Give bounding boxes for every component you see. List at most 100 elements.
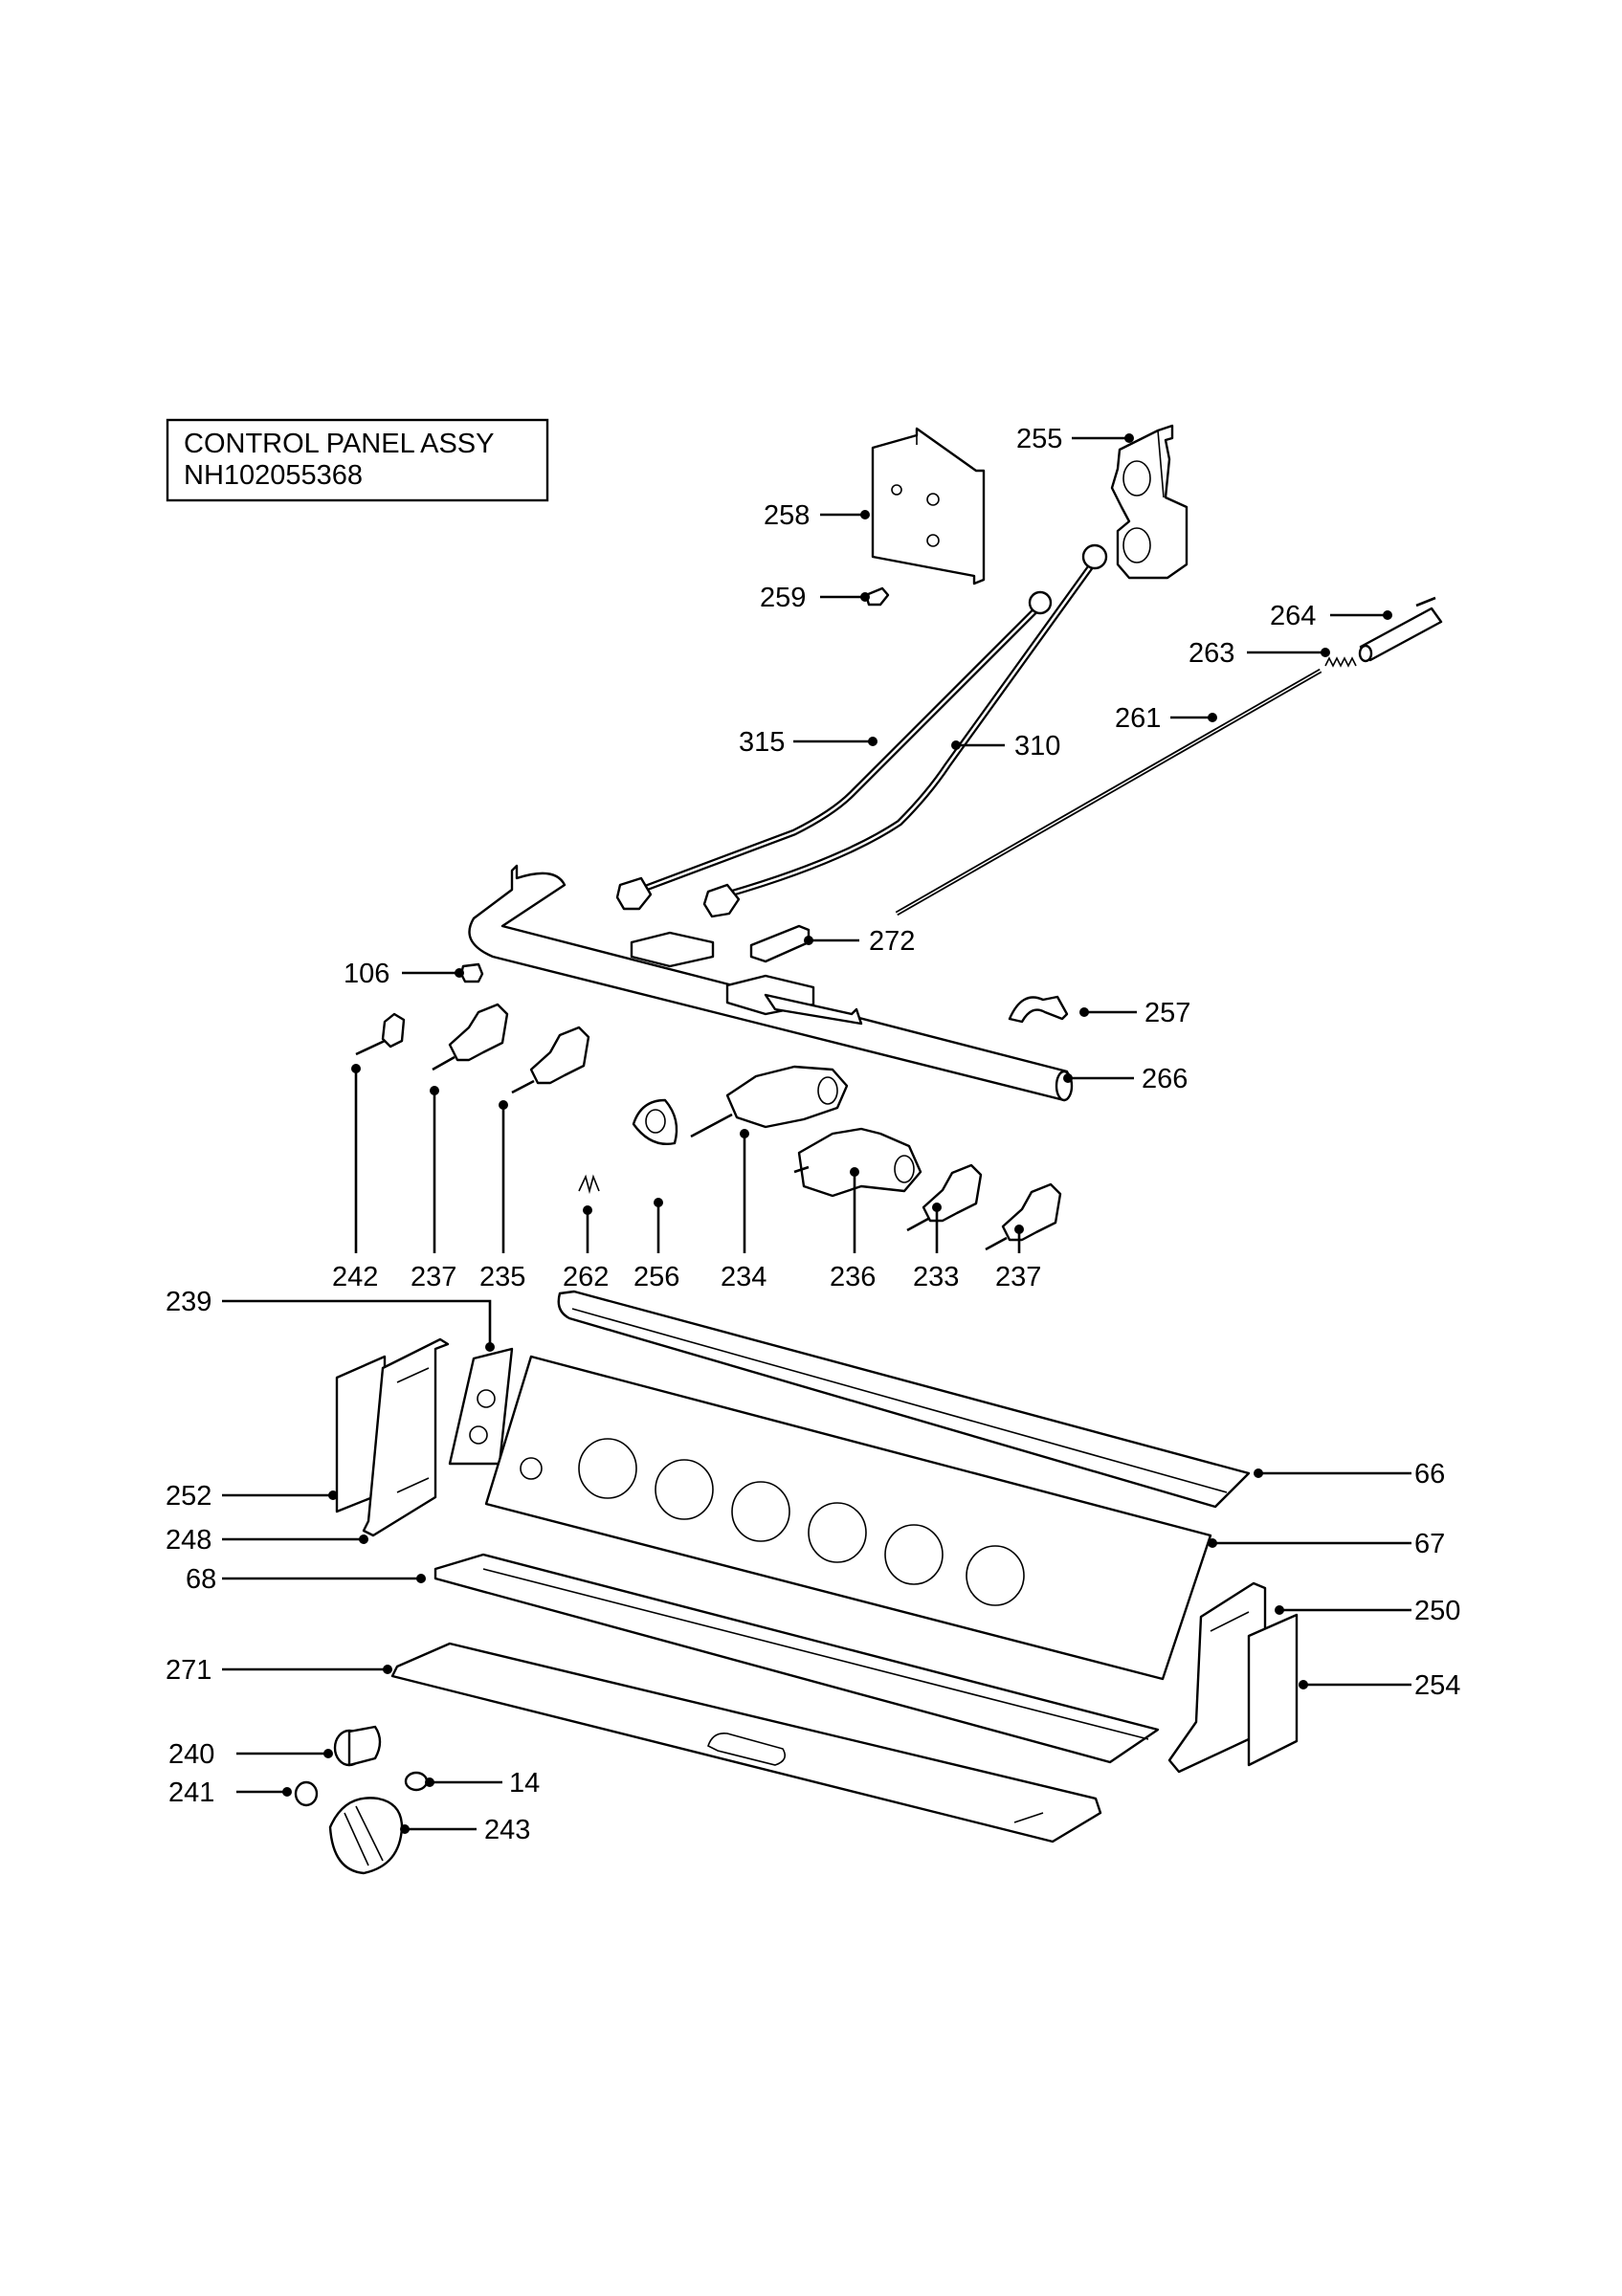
callout-261-label: 261 [1115, 703, 1161, 734]
callout-258-label: 258 [764, 500, 810, 531]
callout-240-label: 240 [168, 1739, 214, 1770]
callout-242: 242 [332, 1064, 378, 1292]
callout-263-label: 263 [1189, 638, 1234, 669]
callout-233: 233 [913, 1203, 959, 1292]
callout-315-label: 315 [739, 727, 785, 758]
part-263-spring [1324, 656, 1357, 668]
callout-250: 250 [1275, 1596, 1460, 1626]
part-14-insert [404, 1771, 429, 1792]
callout-257-label: 257 [1144, 998, 1190, 1028]
callout-239-label: 239 [166, 1287, 211, 1317]
callout-266-label: 266 [1142, 1064, 1188, 1094]
part-250-bracket [1167, 1581, 1267, 1774]
callout-255-label: 255 [1016, 424, 1062, 454]
title-line-2: NH102055368 [184, 460, 363, 491]
part-256-bezel [632, 1098, 678, 1145]
part-68-trim [433, 1553, 1160, 1764]
callout-237-left: 237 [411, 1086, 456, 1292]
callout-252: 252 [166, 1481, 338, 1512]
part-310-thermocouple [702, 543, 1108, 918]
part-255-housing [1110, 424, 1189, 580]
callout-254-label: 254 [1414, 1670, 1460, 1701]
callout-237-right: 237 [995, 1225, 1041, 1292]
part-272-clip [749, 924, 811, 963]
callout-264: 264 [1270, 601, 1392, 631]
part-257-clip [1008, 995, 1069, 1024]
parts-artwork [294, 424, 1443, 1875]
callout-14-label: 14 [509, 1768, 540, 1799]
callout-66: 66 [1254, 1459, 1445, 1490]
callout-243-label: 243 [484, 1815, 530, 1845]
callout-262-label: 262 [563, 1262, 609, 1292]
part-258-bracket [871, 427, 986, 585]
callout-237-right-label: 237 [995, 1262, 1041, 1292]
callout-106: 106 [344, 959, 464, 989]
callout-236-label: 236 [830, 1262, 876, 1292]
callout-271-label: 271 [166, 1655, 211, 1686]
callout-241: 241 [168, 1777, 292, 1808]
callout-236: 236 [830, 1167, 876, 1292]
callout-241-label: 241 [168, 1777, 214, 1808]
callout-67: 67 [1208, 1529, 1445, 1559]
callout-272-label: 272 [869, 926, 915, 957]
callout-264-label: 264 [1270, 601, 1316, 631]
part-240-spindle [333, 1725, 382, 1767]
callout-259: 259 [760, 583, 870, 613]
part-241-insert [294, 1780, 319, 1807]
title-box: CONTROL PANEL ASSY NH102055368 [166, 418, 549, 502]
callout-239: 239 [166, 1287, 495, 1352]
part-271-shield [390, 1642, 1102, 1843]
callout-234: 234 [721, 1129, 767, 1292]
callout-263: 263 [1189, 638, 1330, 669]
callout-234-label: 234 [721, 1262, 767, 1292]
title-line-1: CONTROL PANEL ASSY [184, 429, 494, 459]
callout-233-label: 233 [913, 1262, 959, 1292]
callout-266: 266 [1063, 1064, 1188, 1094]
part-235-tap [511, 1026, 590, 1094]
callout-106-label: 106 [344, 959, 389, 989]
callout-255: 255 [1016, 424, 1134, 454]
part-254-sideplate [1247, 1613, 1299, 1767]
part-106-cap [459, 962, 484, 983]
callout-315: 315 [739, 727, 878, 758]
callout-254: 254 [1299, 1670, 1460, 1701]
callout-262: 262 [563, 1205, 609, 1292]
callout-68-label: 68 [186, 1564, 216, 1595]
callout-237-left-label: 237 [411, 1262, 456, 1292]
callout-271: 271 [166, 1655, 392, 1686]
part-243-knob [328, 1797, 404, 1875]
callout-66-label: 66 [1414, 1459, 1445, 1490]
callout-256-label: 256 [633, 1262, 679, 1292]
part-236-valve [793, 1127, 922, 1198]
callout-67-label: 67 [1414, 1529, 1445, 1559]
part-237-tap-left [432, 1003, 509, 1071]
callout-250-label: 250 [1414, 1596, 1460, 1626]
part-248-bracket [362, 1337, 450, 1537]
part-237-tap-right [985, 1182, 1062, 1251]
callout-248: 248 [166, 1525, 368, 1556]
callout-243: 243 [400, 1815, 530, 1845]
callout-235-label: 235 [479, 1262, 525, 1292]
callout-310: 310 [951, 731, 1060, 762]
callout-258: 258 [764, 500, 870, 531]
callout-261: 261 [1115, 703, 1217, 734]
callout-256: 256 [633, 1198, 679, 1292]
callout-242-label: 242 [332, 1262, 378, 1292]
callout-248-label: 248 [166, 1525, 211, 1556]
callout-272: 272 [804, 926, 915, 957]
part-242-jet [355, 1012, 406, 1056]
part-264-tube [1358, 596, 1443, 663]
callout-240: 240 [168, 1739, 333, 1770]
callouts: 255 258 259 264 263 261 315 310 272 106 … [166, 424, 1460, 1845]
part-262-clip [578, 1174, 600, 1195]
callout-14: 14 [425, 1768, 540, 1799]
part-259-screw [864, 586, 890, 607]
part-66-trim [557, 1290, 1251, 1509]
callout-259-label: 259 [760, 583, 806, 613]
callout-68: 68 [186, 1564, 426, 1595]
part-67-fascia [484, 1355, 1212, 1681]
part-234-valve [690, 1065, 849, 1138]
callout-252-label: 252 [166, 1481, 211, 1512]
part-315-thermocouple [615, 590, 1053, 911]
